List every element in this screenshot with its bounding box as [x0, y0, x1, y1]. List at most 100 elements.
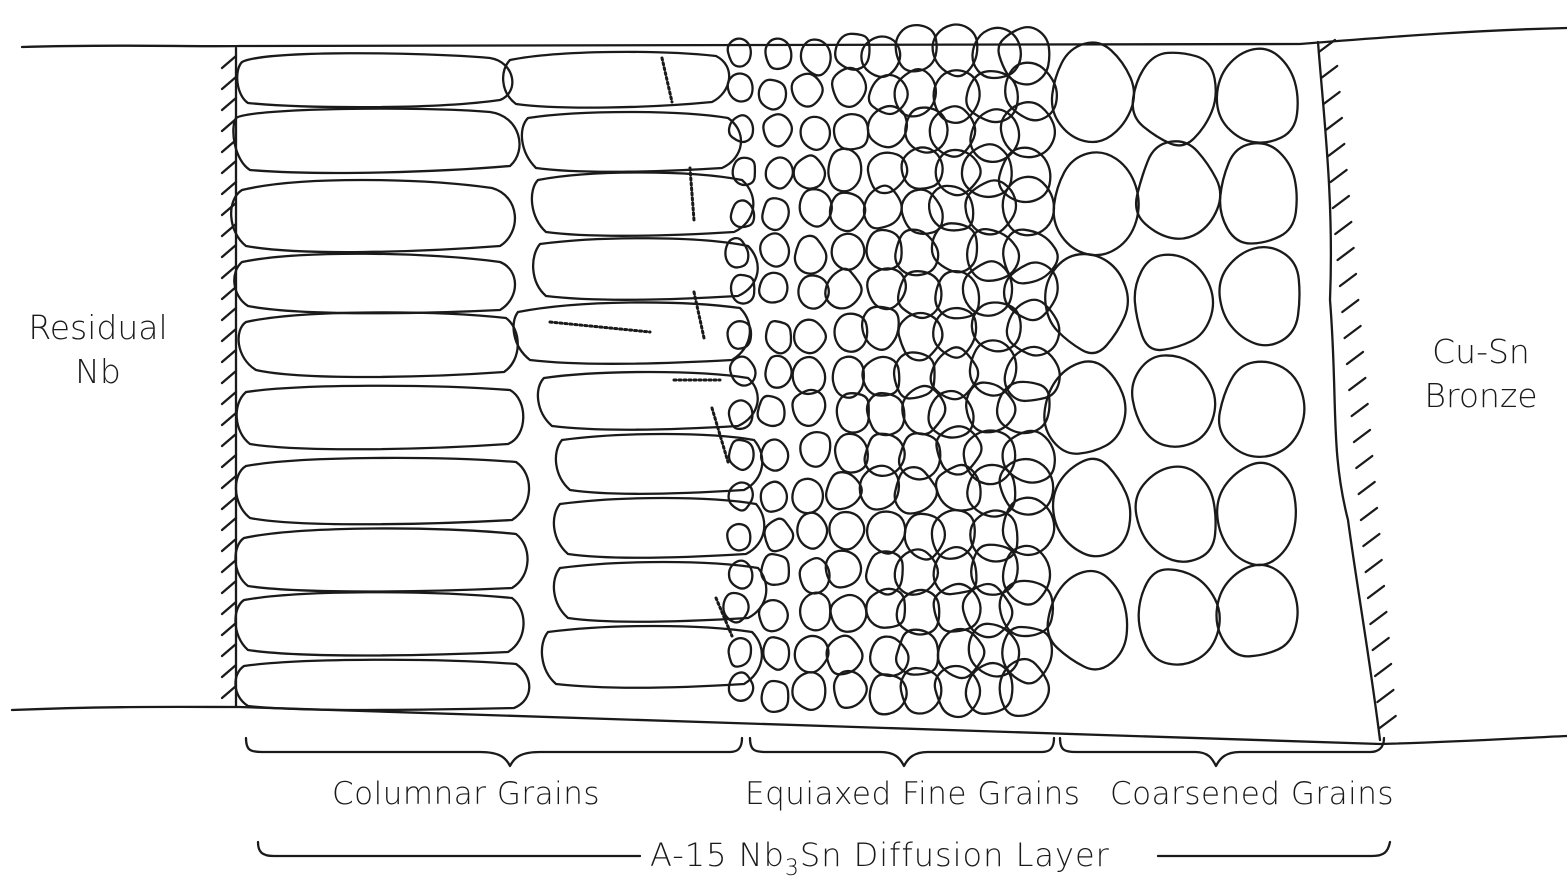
fine-grain — [934, 70, 980, 123]
fine-grain — [830, 193, 865, 231]
hatch-mark — [1328, 144, 1344, 156]
columnar-grains — [231, 53, 529, 710]
right-hatch-marks — [1319, 40, 1396, 728]
stacking-fault-marks — [550, 58, 732, 636]
fine-grain — [727, 524, 750, 550]
fine-grain — [867, 512, 905, 554]
fine-grain — [759, 600, 788, 631]
hatch-mark — [1349, 378, 1365, 390]
fine-grain — [765, 39, 791, 69]
diffusion-layer-label: A-15 Nb3Sn Diffusion Layer — [650, 836, 1110, 874]
fine-grain — [934, 584, 981, 632]
fine-grain — [761, 554, 789, 585]
fine-grain — [831, 595, 867, 632]
diffusion-layer-brace-right — [1158, 842, 1390, 856]
fine-grain — [729, 482, 753, 510]
coarse-grain — [1044, 361, 1125, 453]
fine-grain — [902, 190, 943, 234]
hatch-mark — [222, 350, 236, 362]
fine-grain — [833, 357, 864, 398]
hatch-mark — [222, 518, 236, 530]
fine-grain — [759, 273, 787, 303]
fine-grain — [800, 593, 830, 631]
hatch-mark — [1361, 508, 1377, 520]
fine-grain — [794, 155, 825, 188]
fine-grain — [728, 74, 753, 102]
hatch-mark — [1380, 716, 1396, 728]
hatch-mark — [222, 581, 236, 593]
fine-grain — [800, 189, 832, 226]
fine-grain — [869, 75, 908, 114]
hatch-mark — [1366, 560, 1382, 572]
hatch-mark — [222, 245, 236, 257]
fine-grain — [895, 467, 937, 513]
hatch-mark — [222, 392, 236, 404]
columnar-grains-label: Columnar Grains — [332, 776, 600, 812]
fine-grain — [826, 551, 861, 588]
coarse-grain — [1219, 362, 1304, 457]
hatch-mark — [222, 77, 236, 89]
hatch-mark — [222, 434, 236, 446]
residual-nb-label-line-1: Residual — [24, 306, 172, 350]
fine-grain — [761, 482, 787, 512]
diffusion-layer-label-suffix: Sn Diffusion Layer — [800, 836, 1110, 874]
hatch-mark — [222, 371, 236, 383]
cu-sn-bronze-label: Cu-Sn Bronze — [1408, 330, 1554, 418]
fine-grain — [997, 382, 1049, 433]
coarse-grain — [1217, 463, 1296, 565]
diffusion-layer-label-subscript: 3 — [785, 856, 800, 881]
fine-grain — [792, 479, 823, 513]
hatch-mark — [1373, 638, 1389, 650]
hatch-mark — [222, 665, 236, 677]
equiaxed-fine-grains — [723, 25, 1059, 717]
equiaxed-fine-grains-label: Equiaxed Fine Grains — [745, 776, 1080, 812]
fine-grain — [867, 393, 904, 435]
hatch-mark — [1333, 196, 1349, 208]
fine-grain — [758, 396, 785, 426]
fine-grain — [801, 117, 830, 150]
coarse-grain — [1219, 247, 1299, 345]
hatch-mark — [222, 560, 236, 572]
columnar-grains-outer — [503, 52, 766, 688]
coarse-grain — [1139, 569, 1220, 664]
fine-grain — [729, 440, 754, 470]
hatch-mark — [1347, 352, 1363, 364]
hatch-mark — [1324, 92, 1340, 104]
fine-grain — [765, 356, 791, 388]
fine-grain — [835, 434, 868, 473]
fine-grain — [763, 114, 792, 146]
fine-grain — [766, 321, 791, 353]
coarse-grain — [1053, 459, 1130, 556]
coarse-grain — [1217, 565, 1298, 657]
fine-grain — [829, 512, 864, 549]
fine-grain — [729, 638, 751, 667]
hatch-mark — [1359, 482, 1375, 494]
hatch-mark — [222, 623, 236, 635]
fine-grain — [861, 36, 900, 76]
columnar-grains-brace — [246, 738, 742, 766]
diffusion-layer-label-prefix: A-15 Nb — [650, 836, 785, 874]
fine-grain — [896, 25, 937, 71]
fine-grain — [905, 108, 947, 153]
hatch-mark — [222, 182, 236, 194]
fine-grain — [832, 234, 865, 270]
fine-grain — [832, 68, 866, 107]
fine-grain — [760, 233, 789, 266]
fine-grain — [1003, 177, 1054, 235]
cu-sn-bronze-label-line-2: Bronze — [1408, 374, 1554, 418]
hatch-mark — [1354, 430, 1370, 442]
coarse-grain — [1135, 255, 1213, 350]
fine-grain — [835, 34, 869, 70]
coarse-grain — [1220, 143, 1297, 243]
hatch-mark — [1345, 326, 1361, 338]
top-boundary-line — [22, 28, 1567, 47]
fine-grain — [729, 672, 753, 700]
fine-grain — [765, 519, 794, 552]
fine-grain — [800, 432, 830, 467]
fine-grain — [792, 390, 825, 426]
hatch-mark — [222, 56, 236, 68]
fine-grain — [728, 39, 751, 67]
coarse-grain — [1133, 53, 1216, 146]
cu-sn-bronze-label-line-1: Cu-Sn — [1408, 330, 1554, 374]
fine-grain — [766, 157, 793, 188]
